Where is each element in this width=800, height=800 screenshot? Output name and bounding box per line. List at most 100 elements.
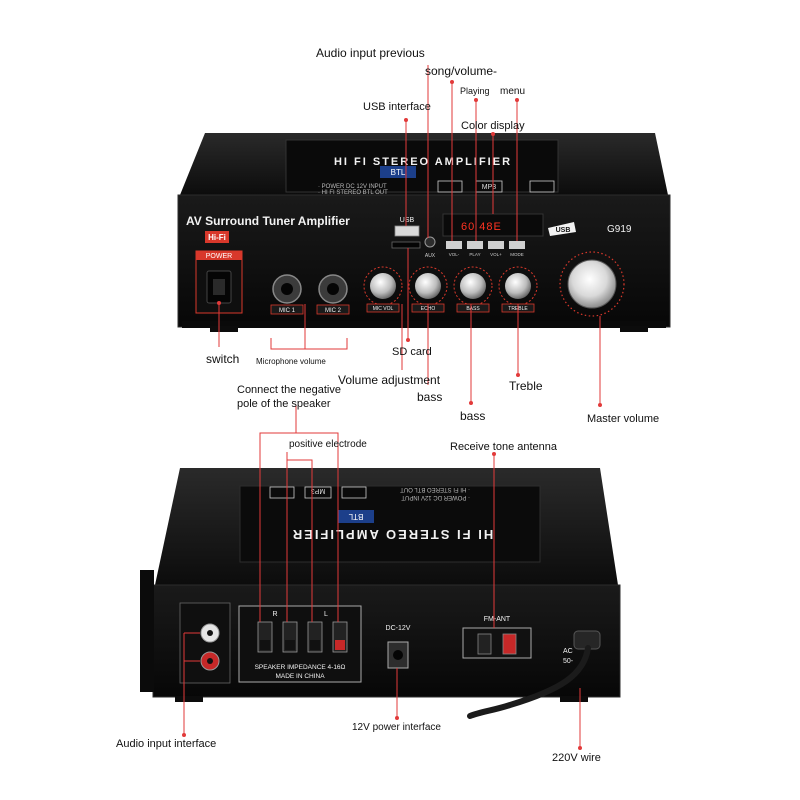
dot-antenna [492, 452, 496, 456]
bass-knob[interactable] [460, 273, 486, 299]
rca-input-white-hole [207, 630, 213, 636]
front-foot-left [210, 326, 238, 332]
callout-220v-wire: 220V wire [552, 752, 601, 764]
bass-label-box [456, 303, 490, 313]
ac-label: AC [563, 648, 573, 655]
fm-ant-terminal-black[interactable] [477, 633, 492, 655]
front-icon-box-1 [437, 180, 463, 193]
speaker-terminal-l-neg-tab [310, 640, 320, 650]
front-foot-right [620, 326, 648, 332]
front-btl-badge-text: BTL [391, 168, 406, 177]
rear-foot-right [560, 696, 588, 702]
front-mp3-text: MP3 [482, 184, 497, 191]
usb-logo: USB [548, 222, 576, 236]
control-buttons: VOL- PLAY VOL+ MODE [446, 241, 525, 257]
dot-treble [516, 373, 520, 377]
mic1-label-box [270, 304, 304, 315]
speaker-terminal-r-neg-tab [260, 640, 270, 650]
dot-power [395, 716, 399, 720]
usb-port[interactable] [394, 225, 420, 237]
aux-jack[interactable] [424, 236, 436, 248]
dot-audio-input [182, 733, 186, 737]
master-volume-ring [559, 251, 625, 317]
mic-vol-label-box [366, 303, 400, 313]
front-spec-1: · POWER DC 12V INPUT [318, 184, 387, 190]
mic1-label: MIC 1 [279, 308, 296, 314]
terminal-label-r: R [272, 611, 277, 618]
dot-playing [474, 98, 478, 102]
callout-bass-lower: bass [460, 409, 486, 423]
mode-button[interactable] [509, 241, 525, 249]
dot-bass [469, 401, 473, 405]
callout-color-display: Color display [461, 120, 525, 132]
rear-icon-box-1 [269, 486, 295, 499]
speaker-terminal-l-pos-tab [335, 640, 345, 650]
dot-song-vol [450, 80, 454, 84]
callout-power-interface: 12V power interface [352, 722, 441, 733]
rear-face [152, 584, 621, 698]
rear-mp3-text: MP3 [311, 487, 326, 494]
mode-button-label: MODE [510, 252, 524, 257]
callout-menu: menu [500, 86, 526, 97]
ac-power-cable [467, 645, 591, 719]
prev-button[interactable] [446, 241, 462, 249]
dot-color-display [491, 132, 495, 136]
bass-label: BASS [466, 306, 480, 312]
callout-negative-pole-2: pole of the speaker [237, 398, 331, 410]
echo-knob[interactable] [415, 273, 441, 299]
callout-playing: Playing [460, 86, 490, 96]
rear-spec-2: · HI FI STEREO BTL OUT [400, 486, 470, 492]
dot-sd [406, 338, 410, 342]
play-button[interactable] [467, 241, 483, 249]
leader-dots [182, 80, 602, 750]
callout-bass-upper: bass [417, 390, 443, 404]
mic2-label: MIC 2 [325, 308, 342, 314]
mic2-jack-hole [327, 283, 339, 295]
aux-label: AUX [425, 253, 436, 259]
fm-ant-terminal-red[interactable] [502, 633, 517, 655]
dot-menu [515, 98, 519, 102]
rear-foot-left [175, 696, 203, 702]
master-volume-knob[interactable] [567, 259, 617, 309]
rear-spec-1: · POWER DC 12V INPUT [401, 494, 470, 500]
rear-unit: HI FI STEREO AMPLIFIER BTL · POWER DC 12… [140, 468, 621, 719]
dc-power-jack-hole [393, 650, 403, 660]
ac-sub-label: 50- [563, 658, 574, 665]
fm-ant-plate [462, 627, 532, 659]
callout-negative-pole-1: Connect the negative [237, 384, 341, 396]
mic2-label-box [316, 304, 350, 315]
callout-usb-interface: USB interface [363, 101, 431, 113]
rca-input-plate [179, 602, 231, 684]
rear-top-label: HI FI STEREO AMPLIFIER [291, 527, 493, 542]
made-in-text: MADE IN CHINA [275, 673, 325, 680]
front-btl-badge [380, 166, 416, 178]
leader-lines [183, 65, 601, 748]
front-unit: HI FI STEREO AMPLIFIER BTL · POWER DC 12… [177, 133, 671, 332]
rear-btl-badge [338, 510, 374, 523]
callout-mic-volume: Microphone volume [256, 357, 326, 366]
front-spec-2: · HI FI STEREO BTL OUT [318, 190, 388, 196]
callout-volume-adjust: Volume adjustment [338, 373, 441, 387]
callout-receive-antenna: Receive tone antenna [450, 441, 558, 453]
callout-switch: switch [206, 352, 240, 366]
play-button-label: PLAY [469, 252, 480, 257]
mic-vol-label: MIC VOL [373, 306, 394, 312]
mic-vol-knob[interactable] [370, 273, 396, 299]
rear-top-label-plate [239, 485, 541, 563]
hifi-badge-text: Hi-Fi [208, 233, 226, 242]
front-icon-box-2 [529, 180, 555, 193]
power-label: POWER [206, 253, 232, 260]
leader-mic-volume [270, 338, 348, 350]
usb-logo-icon [548, 222, 576, 236]
next-button[interactable] [488, 241, 504, 249]
usb-logo-text: USB [556, 227, 571, 234]
rear-btl-text: BTL [348, 512, 363, 521]
display-readout: 60 48E [461, 221, 502, 233]
treble-knob[interactable] [505, 273, 531, 299]
callout-master-volume: Master volume [587, 413, 660, 425]
sd-card-slot[interactable] [391, 241, 421, 249]
speaker-impedance-text: SPEAKER IMPEDANCE 4-16Ω [255, 664, 346, 671]
front-top-label: HI FI STEREO AMPLIFIER [334, 156, 512, 168]
dot-master [598, 403, 602, 407]
